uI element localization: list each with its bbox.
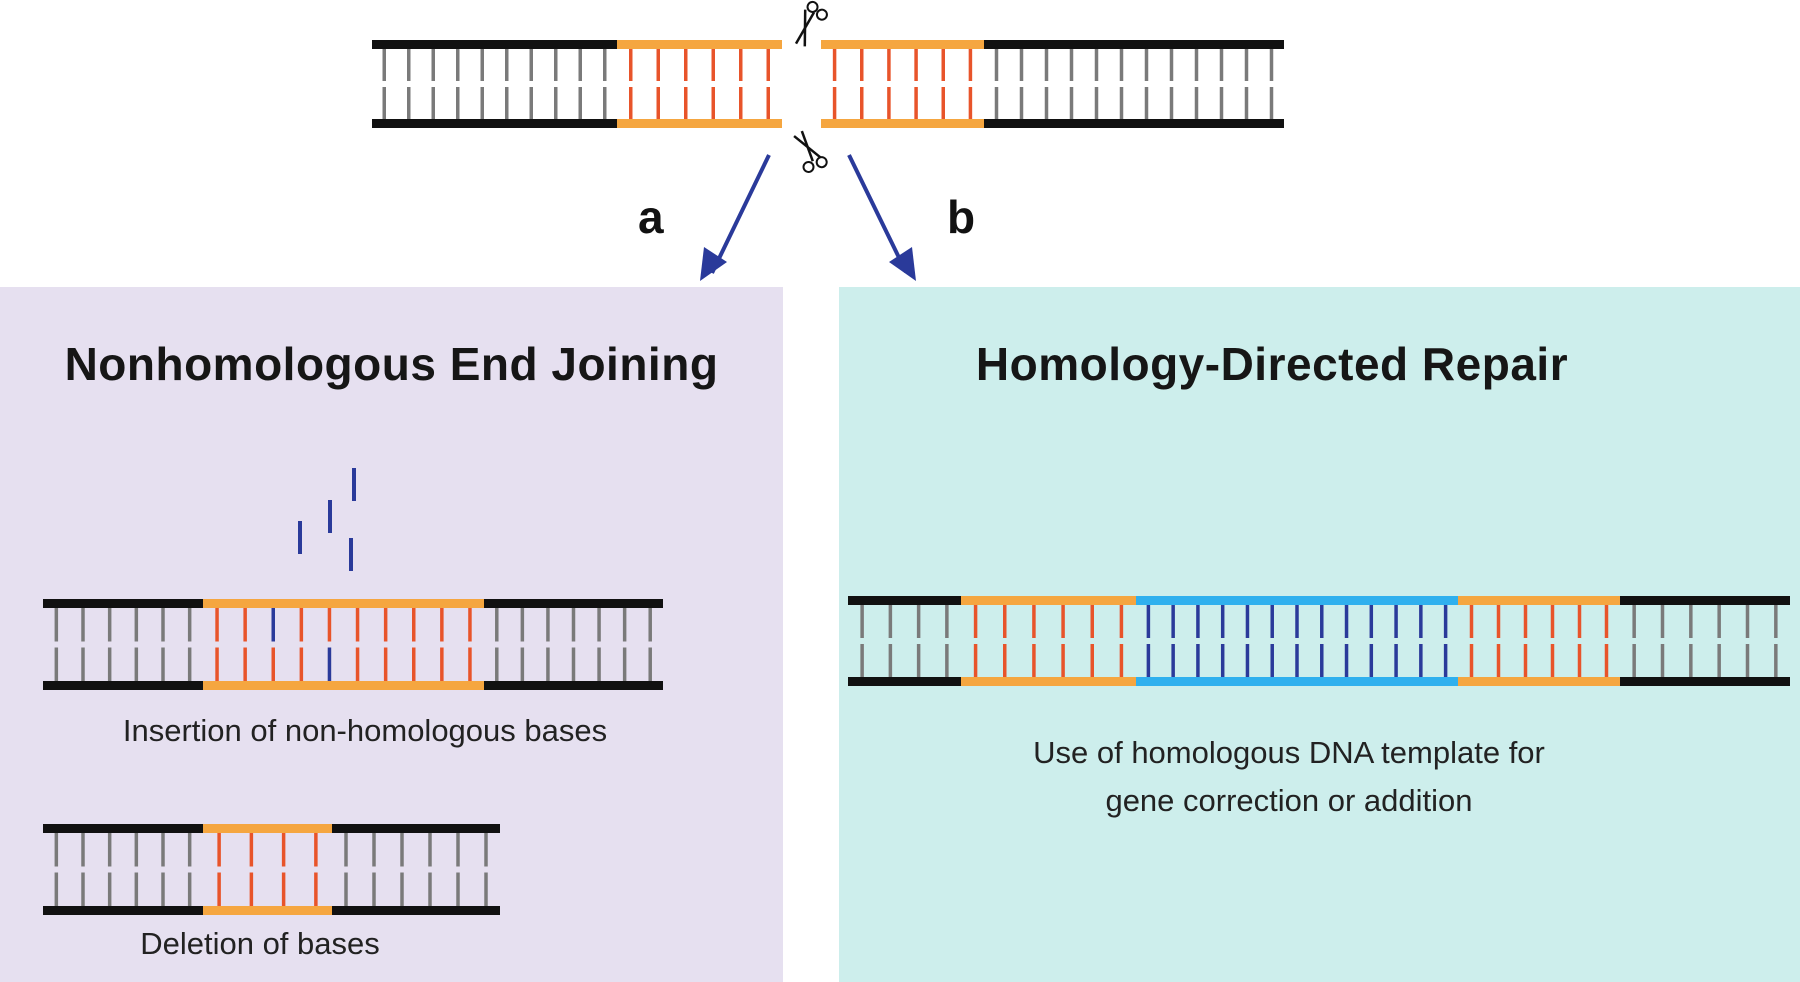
- backbone-top: [821, 40, 984, 49]
- pathway-label-b: b: [947, 191, 976, 243]
- backbone-bottom: [984, 119, 1284, 128]
- backbone-top: [1620, 596, 1790, 605]
- arrow-to-nhej: [710, 154, 771, 274]
- scissors-icon: [794, 0, 828, 47]
- backbone-bottom: [1458, 677, 1620, 686]
- pathway-label-a: a: [638, 191, 664, 243]
- backbone-bottom: [332, 906, 500, 915]
- backbone-bottom: [1136, 677, 1458, 686]
- backbone-bottom: [821, 119, 984, 128]
- backbone-top: [1458, 596, 1620, 605]
- backbone-top: [203, 599, 484, 608]
- hdr-caption-line2: gene correction or addition: [1105, 783, 1473, 818]
- backbone-top: [332, 824, 500, 833]
- scissors-icon: [793, 130, 828, 173]
- backbone-top: [617, 40, 782, 49]
- deletion-caption: Deletion of bases: [140, 926, 380, 961]
- backbone-top: [961, 596, 1136, 605]
- nhej-title: Nonhomologous End Joining: [64, 338, 719, 390]
- backbone-bottom: [43, 681, 203, 690]
- hdr-panel: Homology-Directed Repair Use of homologo…: [839, 287, 1800, 982]
- backbone-bottom: [203, 906, 332, 915]
- insertion-dna: [43, 599, 663, 690]
- cut-dna-strand: [372, 40, 1284, 128]
- deletion-dna: [43, 824, 500, 915]
- floating-bases: [298, 468, 356, 571]
- backbone-top: [484, 599, 663, 608]
- backbone-bottom: [1620, 677, 1790, 686]
- backbone-bottom: [372, 119, 617, 128]
- insertion-caption: Insertion of non-homologous bases: [122, 713, 608, 748]
- backbone-top: [848, 596, 961, 605]
- hdr-caption-line1: Use of homologous DNA template for: [1033, 735, 1545, 770]
- hdr-repaired-dna: [848, 596, 1790, 686]
- backbone-top: [372, 40, 617, 49]
- backbone-bottom: [961, 677, 1136, 686]
- backbone-bottom: [848, 677, 961, 686]
- backbone-top: [203, 824, 332, 833]
- arrow-to-hdr: [847, 154, 908, 273]
- backbone-top: [1136, 596, 1458, 605]
- backbone-top: [984, 40, 1284, 49]
- backbone-top: [43, 824, 203, 833]
- nhej-panel: Nonhomologous End Joining Insertion of n…: [0, 287, 783, 982]
- arrow-head-hdr: [889, 247, 916, 281]
- arrow-head-nhej: [700, 247, 727, 281]
- backbone-bottom: [484, 681, 663, 690]
- backbone-bottom: [43, 906, 203, 915]
- backbone-bottom: [203, 681, 484, 690]
- backbone-bottom: [617, 119, 782, 128]
- backbone-top: [43, 599, 203, 608]
- hdr-title: Homology-Directed Repair: [975, 338, 1569, 390]
